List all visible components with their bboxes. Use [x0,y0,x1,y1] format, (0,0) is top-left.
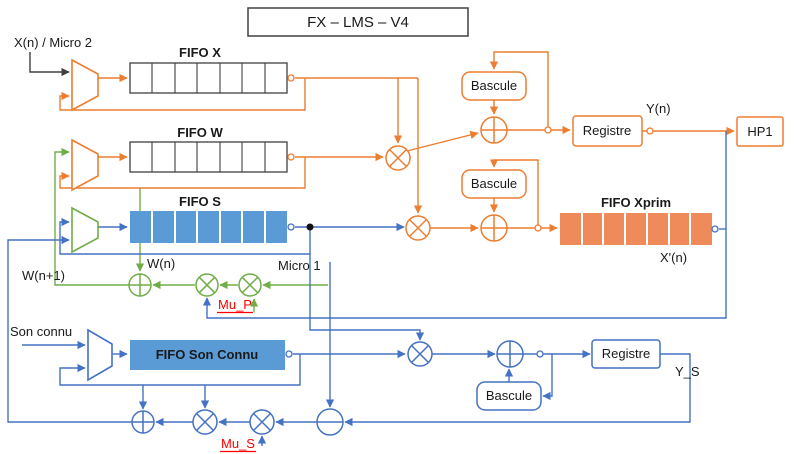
wire-ys [344,353,691,427]
yn-label: Y(n) [646,101,671,116]
wire-x-input [29,52,70,77]
input-x-label: X(n) / Micro 2 [14,35,92,50]
fifo-s-label: FIFO S [179,194,221,209]
multiplier-icon [195,273,219,297]
fifo-x-group [129,62,288,94]
wire-fifo-s-recirc [59,217,311,255]
wire-s-update [7,235,132,423]
orange-wires [59,51,735,233]
bascule2-box [461,169,527,199]
fifo-x-cells [151,63,266,93]
mux-s [71,206,99,254]
fifo-w-group [129,141,288,173]
wire-fifo-sc-recirc [59,354,301,386]
node [536,350,544,358]
multiplier-icon [238,273,262,297]
wn-label: W(n) [147,256,175,271]
node [287,153,295,161]
fifo-w-label: FIFO W [177,125,223,140]
fifo-s-group [130,211,287,243]
hp1-label: HP1 [747,124,772,139]
fifo-xprim-label: FIFO Xprim [601,195,671,210]
multiplier-icon [407,341,433,367]
wire-bascule2-loop [489,159,539,228]
mu-p-label: Mu_P [218,297,252,312]
wire-bascule3-loop [542,354,553,401]
muxes [71,58,113,382]
registre2-box [591,339,661,369]
adder-icon [480,214,508,242]
hp1-box [736,116,784,147]
node [285,350,293,358]
mux-w [71,138,99,192]
blue-wires [7,131,727,446]
mux-son-connu [87,328,113,382]
registre1-label: Registre [583,123,631,138]
connector-nodes [285,74,719,358]
wn-plus1-label: W(n+1) [22,268,65,283]
bascule3-label: Bascule [486,388,532,403]
xprim-label: X'(n) [660,250,687,265]
mu-s-label: Mu_S [221,436,255,451]
fifo-son-connu-box [130,340,285,370]
fifo-x-label: FIFO X [179,45,221,60]
multiplier-icon [385,145,411,171]
wire-wn-plus1 [54,147,129,286]
subtractor-icon [316,408,344,436]
node [534,224,542,232]
bascule1-label: Bascule [471,78,517,93]
wire [406,130,479,152]
wire-s-branch [309,254,425,341]
registre2-label: Registre [602,346,650,361]
wire-xprim-feedback [202,131,727,319]
operators [128,116,524,436]
bascule2-label: Bascule [471,176,517,191]
mux-x [71,58,99,112]
wire-fifo-w-recirc [59,157,306,189]
bascule3-box [476,381,542,411]
junction-dot [306,223,314,231]
fifo-w-box [129,141,288,173]
wire-fifo-x-recirc [59,78,306,111]
fifo-xprim-group [560,213,712,245]
multiplier-icon [249,409,275,435]
fifo-xprim-cells [581,213,691,245]
multiplier-icon [405,215,431,241]
fifo-son-connu-label: FIFO Son Connu [156,347,259,362]
son-connu-label: Son connu [10,324,72,339]
adder-icon [128,273,152,297]
page-title: FX – LMS – V4 [307,14,409,31]
fifo-xprim-box [560,213,712,245]
registre1-box [572,115,643,147]
fifo-x-box [129,62,288,94]
adder-icon [131,410,155,434]
fifo-s-box [130,211,287,243]
title-box [247,7,469,37]
fifo-w-cells [151,142,266,172]
node [287,223,295,231]
adder-icon [496,340,524,368]
node [544,126,552,134]
node [711,225,719,233]
bascule1-box [461,71,527,101]
blocks [247,7,784,411]
node [646,127,654,135]
node [287,74,295,82]
multiplier-icon [192,409,218,435]
fifo-s-cells [151,211,266,243]
wire-bascule1-loop [489,51,549,130]
ys-label: Y_S [675,364,700,379]
black-wires [29,52,70,77]
micro1-label: Micro 1 [278,258,321,273]
adder-icon [480,116,508,144]
